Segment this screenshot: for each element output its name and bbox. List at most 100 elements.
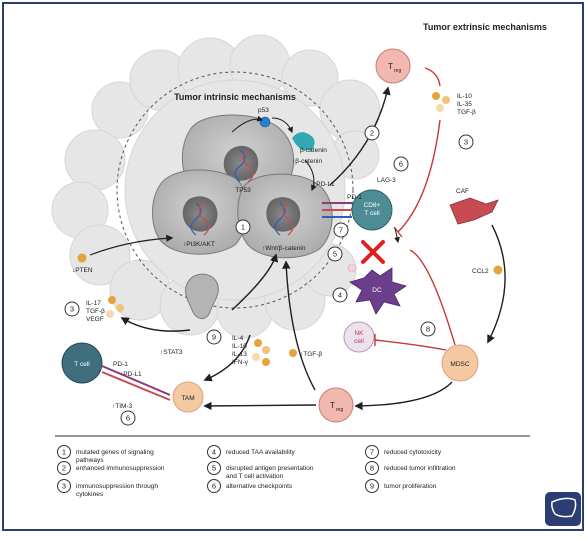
tgfb-molecule-icon (289, 349, 297, 357)
intrinsic-title: Tumor intrinsic mechanisms (174, 92, 296, 102)
legend-number-badge (365, 445, 379, 459)
badge-1: 1 (235, 219, 251, 235)
mdsc-label: MDSC (450, 361, 469, 368)
ifng-label: IFN-γ (232, 359, 249, 366)
tam-cell: TAM (172, 381, 204, 413)
tp53-label: TP53 (235, 187, 251, 194)
legend-text: alternative checkpoints (226, 483, 293, 490)
legend-text: disrupted antigen presentation (226, 465, 314, 472)
tumor-cell-bottom (185, 273, 219, 319)
pd1-link-icon (101, 365, 171, 396)
il17-label: IL-17 (86, 300, 101, 307)
il10-b-label: IL-10 (232, 343, 247, 350)
arrow-proliferation (231, 253, 279, 311)
tgfb-label: TGF-β (457, 109, 476, 116)
cytokines-middle (252, 339, 270, 366)
dna-icon-tp53 (234, 149, 254, 183)
treg-top-sub: reg (394, 68, 401, 74)
il4-label: IL-4 (232, 335, 244, 342)
svg-text:1: 1 (241, 223, 245, 232)
badge-7: 7 (333, 222, 349, 238)
arrow-mdsc-treg (354, 381, 453, 411)
legend-text: pathways (76, 457, 104, 464)
treg-cell-bottom: T reg (318, 387, 354, 423)
arrow-caf-mdsc (487, 224, 506, 344)
legend-text: reduced TAA availability (226, 449, 296, 456)
cytokines-top-right (432, 92, 450, 112)
ccl2-label: CCL2 (472, 268, 489, 275)
pi3k-akt-label: ↑PI3K/AKT (183, 241, 215, 248)
badge-2: 2 (364, 125, 380, 141)
inhibition-lines (374, 119, 456, 351)
svg-text:5: 5 (333, 250, 337, 259)
treg-cell-top: T reg (375, 48, 411, 84)
dendritic-cell: DC (349, 267, 407, 315)
ccl2-molecule-icon (493, 265, 503, 275)
t-cell-bottom: T cell (61, 342, 103, 384)
up-tgfb-label: ↑TGF-β (300, 351, 322, 358)
legend-text: immunosuppression through (76, 483, 158, 490)
svg-text:7: 7 (339, 226, 343, 235)
lag3-label: LAG-3 (377, 177, 396, 184)
caf-label: CAF (456, 188, 469, 195)
arrow-p53-beta (271, 117, 293, 134)
legend-number-badge (207, 479, 221, 493)
arrow-tp53-p53 (231, 115, 264, 133)
tim3-label: ↑TIM-3 (112, 403, 133, 410)
blocked-x-icon (361, 240, 385, 264)
svg-text:9: 9 (212, 333, 216, 342)
legend-number-badge (57, 461, 71, 475)
t-cell-label: T cell (74, 361, 90, 368)
legend-number: 6 (212, 482, 216, 491)
svg-text:3: 3 (464, 138, 468, 147)
cd8-label-1: CD8+ (364, 202, 381, 209)
pd1-label-cd8: PD-1 (347, 194, 362, 201)
legend-number: 4 (212, 448, 216, 457)
up-beta-catenin-label: ↑β-catenin (292, 158, 322, 165)
legend-number: 9 (370, 482, 374, 491)
arrow-pten (89, 234, 174, 256)
treg-secretion-line (424, 67, 441, 87)
badge-3-top: 3 (458, 134, 474, 150)
legend-number: 1 (62, 448, 66, 457)
legend-text: and T cell activation (226, 473, 284, 480)
arrow-cd8-dc (394, 227, 400, 244)
legend-item: 6 alternative checkpoints (207, 479, 293, 493)
legend-text: reduced tumor infiltration (384, 465, 456, 472)
nk-label-2: cell (354, 338, 364, 345)
pd1-bottom-label: PD-1 (113, 361, 128, 368)
legend-item: 4 reduced TAA availability (207, 445, 296, 459)
antigen-icon (347, 263, 357, 273)
arrow-stat3 (120, 317, 191, 332)
p53-protein-icon (259, 116, 271, 128)
legend-number: 8 (370, 464, 374, 473)
pdl1-bottom-label: ↑PD-L1 (120, 371, 142, 378)
extrinsic-title: Tumor extrinsic mechanisms (423, 22, 547, 32)
legend-text: tumor proliferation (384, 483, 437, 490)
legend-text: mutated genes of signaling (76, 449, 154, 456)
cytokines-bottom-left (106, 296, 124, 318)
svg-text:6: 6 (126, 414, 130, 423)
legend-number-badge (57, 479, 71, 493)
legend-number: 3 (62, 482, 66, 491)
legend-number-badge (365, 461, 379, 475)
nk-cell: NK cell (343, 321, 375, 353)
badge-8: 8 (420, 321, 436, 337)
beta-catenin-icon (292, 132, 315, 150)
dna-icon-pi3k (190, 202, 210, 236)
legend-number-badge (365, 479, 379, 493)
legend-number: 2 (62, 464, 66, 473)
p53-label: p53 (258, 107, 269, 114)
treg-bottom-label: T (330, 401, 335, 410)
pdl1-link-icon (101, 371, 171, 401)
arrow-cytokines-tam (203, 334, 251, 382)
wnt-label: ↑Wnt/β-catenin (262, 245, 306, 252)
svg-text:4: 4 (338, 291, 342, 300)
badge-6-bottom: 6 (120, 410, 136, 426)
dna-icon-wnt (274, 202, 294, 236)
badge-3-bottom: 3 (64, 301, 80, 317)
